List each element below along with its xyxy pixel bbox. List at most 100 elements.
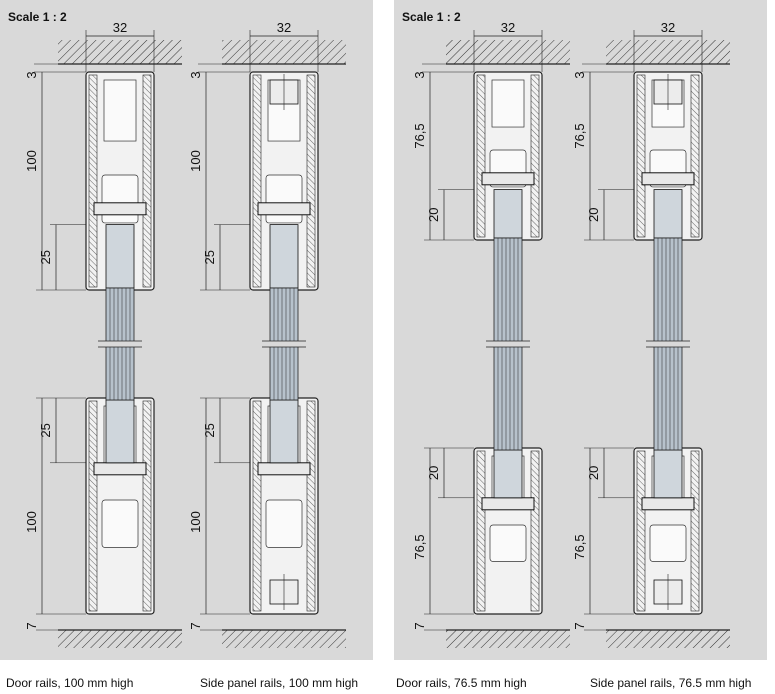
- clamp-bolt: [93, 462, 147, 476]
- rail-wall-left: [252, 400, 262, 612]
- caption-door-rails-76-5: Door rails, 76.5 mm high: [396, 676, 527, 690]
- glass-break: [492, 341, 524, 347]
- rail-wall-right: [690, 74, 700, 238]
- dim-top-gap: 3: [24, 71, 39, 78]
- clamp-bolt: [481, 172, 535, 186]
- dim-top-rail: 76,5: [412, 123, 427, 148]
- dim-bottom-insert: 20: [586, 466, 601, 480]
- glass-pane: [646, 237, 690, 451]
- clamp-bolt: [641, 172, 695, 186]
- glass-break: [268, 341, 300, 347]
- dim-top-gap: 3: [188, 71, 203, 78]
- glass-insert: [269, 224, 299, 289]
- dim-top-rail: 100: [188, 150, 203, 172]
- clamp-bolt: [257, 462, 311, 476]
- dim-bottom-gap: 7: [572, 622, 587, 629]
- glass-insert: [269, 399, 299, 464]
- clamp-bolt: [481, 497, 535, 511]
- inner-chamber: [489, 524, 527, 562]
- floor-hatch: [446, 630, 570, 648]
- dim-bottom-insert: 25: [38, 423, 53, 437]
- rail-wall-right: [530, 74, 540, 238]
- caption-door-rails-100: Door rails, 100 mm high: [6, 676, 134, 690]
- scale-label: Scale 1 : 2: [402, 10, 461, 24]
- ceiling-hatch: [58, 40, 182, 64]
- rail-wall-right: [306, 400, 316, 612]
- rail-wall-left: [476, 74, 486, 238]
- rail-wall-right: [306, 74, 316, 288]
- bottom-rail-profile: [85, 397, 155, 615]
- dim-bottom-gap: 7: [24, 622, 39, 629]
- dim-bottom-insert: 20: [426, 466, 441, 480]
- width-label: 32: [113, 20, 127, 35]
- glass-insert: [105, 399, 135, 464]
- dim-bottom-gap: 7: [412, 622, 427, 629]
- floor-hatch: [606, 630, 730, 648]
- inner-chamber: [265, 499, 303, 548]
- ceiling-hatch: [606, 40, 730, 64]
- inner-chamber: [101, 174, 139, 224]
- top-rail-profile: [473, 71, 543, 241]
- dim-bottom-rail: 76,5: [412, 534, 427, 559]
- inner-chamber: [649, 524, 687, 562]
- inner-chamber: [265, 174, 303, 224]
- dim-top-gap: 3: [572, 71, 587, 78]
- rail-wall-left: [88, 400, 98, 612]
- dim-top-rail: 100: [24, 150, 39, 172]
- rail-wall-left: [636, 74, 646, 238]
- dim-bottom-gap: 7: [188, 622, 203, 629]
- glass-pane: [262, 287, 306, 401]
- glass-insert: [653, 449, 683, 499]
- glass-insert: [493, 449, 523, 499]
- rail-wall-left: [476, 450, 486, 612]
- dim-bottom-rail: 100: [24, 511, 39, 533]
- glass-pane: [98, 287, 142, 401]
- scale-label: Scale 1 : 2: [8, 10, 67, 24]
- top-rail-profile: [633, 71, 703, 241]
- glass-break: [104, 341, 136, 347]
- dim-top-rail: 76,5: [572, 123, 587, 148]
- rail-drawing-1-1: 32 3 76,5 20 20 76,5 7: [572, 20, 730, 648]
- glass-break: [652, 341, 684, 347]
- caption-side-panel-rails-76-5: Side panel rails, 76.5 mm high: [590, 676, 752, 690]
- dim-bottom-rail: 76,5: [572, 534, 587, 559]
- dim-top-insert: 20: [586, 208, 601, 222]
- dim-top-insert: 20: [426, 208, 441, 222]
- dim-bottom-insert: 25: [202, 423, 217, 437]
- dim-top-insert: 25: [38, 250, 53, 264]
- glass-insert: [493, 189, 523, 239]
- floor-hatch: [222, 630, 346, 648]
- top-rail-profile: [85, 71, 155, 291]
- caption-side-panel-rails-100: Side panel rails, 100 mm high: [200, 676, 359, 690]
- top-rail-profile: [249, 71, 319, 291]
- dim-top-insert: 25: [202, 250, 217, 264]
- rail-wall-right: [530, 450, 540, 612]
- glass-pane: [486, 237, 530, 451]
- rail-wall-left: [88, 74, 98, 288]
- ceiling-hatch: [222, 40, 346, 64]
- dim-top-gap: 3: [412, 71, 427, 78]
- rail-wall-left: [252, 74, 262, 288]
- bottom-rail-profile: [249, 397, 319, 615]
- width-label: 32: [501, 20, 515, 35]
- rail-wall-right: [142, 74, 152, 288]
- clamp-bolt: [641, 497, 695, 511]
- panel-76-5mm-rails: Scale 1 : 2: [394, 0, 767, 660]
- rail-wall-right: [690, 450, 700, 612]
- technical-drawing: 32 3 100 25 25 100 7 32 3 100 25 25 100 7 32 3 76,5 20 20 7…: [24, 20, 730, 648]
- floor-hatch: [58, 630, 182, 648]
- inner-chamber: [103, 79, 137, 142]
- rail-wall-right: [142, 400, 152, 612]
- clamp-bolt: [93, 202, 147, 216]
- dim-bottom-rail: 100: [188, 511, 203, 533]
- glass-insert: [653, 189, 683, 239]
- bottom-rail-profile: [473, 447, 543, 615]
- clamp-bolt: [257, 202, 311, 216]
- ceiling-hatch: [446, 40, 570, 64]
- inner-chamber: [491, 79, 525, 128]
- rail-wall-left: [636, 450, 646, 612]
- rail-drawing-1-0: 32 3 76,5 20 20 76,5 7: [412, 20, 570, 648]
- glass-insert: [105, 224, 135, 289]
- width-label: 32: [661, 20, 675, 35]
